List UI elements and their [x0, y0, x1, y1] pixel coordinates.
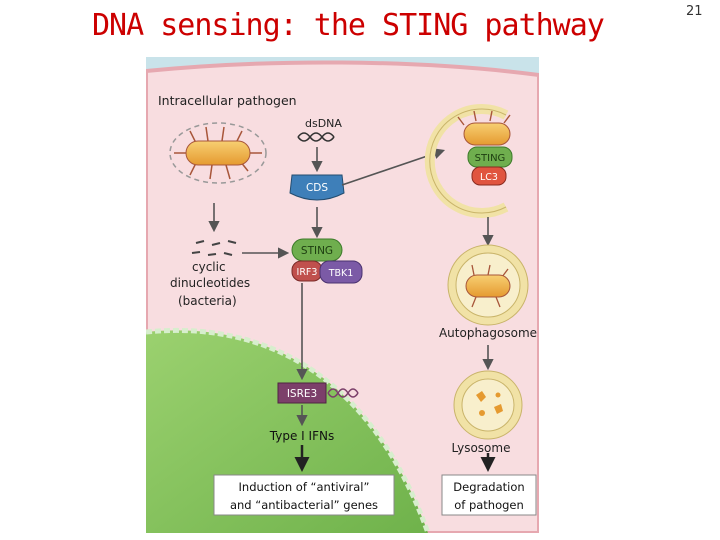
lysosome: [453, 370, 523, 440]
nuclear-envelope: [146, 327, 431, 533]
autophagosome: [447, 244, 529, 326]
lc3-label: LC3: [480, 172, 498, 183]
lc3-box: [471, 166, 507, 186]
degradation-box: [441, 474, 537, 516]
phagophore: [424, 104, 509, 218]
tbk1-box: [319, 260, 363, 284]
intracellular-pathogen: [169, 122, 267, 184]
autophagosome-label: Autophagosome: [439, 326, 537, 340]
dsdna-label: dsDNA: [305, 117, 342, 130]
cdn-label-line2: dinucleotides: [170, 276, 250, 290]
sting-pathway-figure: Intracellular pathogen dsDNA CDS cyclic …: [146, 57, 539, 538]
sting-right-label: STING: [475, 153, 506, 164]
cds-label: CDS: [306, 182, 328, 194]
cdn-label-line1: cyclic: [192, 260, 226, 274]
intracellular-pathogen-label: Intracellular pathogen: [158, 93, 297, 108]
dsdna-helix-icon: [297, 132, 335, 142]
pathogen-in-phagophore: [457, 110, 511, 146]
lysosome-label: Lysosome: [452, 441, 511, 455]
tbk1-label: TBK1: [328, 268, 354, 279]
page-number: 21: [686, 4, 703, 19]
irf3-label: IRF3: [297, 267, 318, 278]
induction-line2: and “antibacterial” genes: [230, 498, 378, 512]
sting-center-box: [291, 238, 343, 262]
induction-box: [213, 474, 395, 516]
slide-title: DNA sensing: the STING pathway: [92, 8, 605, 43]
degradation-line2: of pathogen: [454, 498, 524, 512]
isre3-box: [277, 382, 327, 404]
induction-line1: Induction of “antiviral”: [239, 480, 370, 494]
type1-ifns-label: Type I IFNs: [269, 429, 334, 443]
sting-center-label: STING: [301, 245, 333, 257]
degradation-line1: Degradation: [453, 480, 524, 494]
dna-strand-icon: [327, 388, 359, 398]
isre3-label: ISRE3: [287, 388, 317, 400]
cyclic-dinucleotide-icon: [191, 240, 237, 256]
cds-shape: [289, 174, 345, 201]
cdn-label-line3: (bacteria): [178, 294, 237, 308]
